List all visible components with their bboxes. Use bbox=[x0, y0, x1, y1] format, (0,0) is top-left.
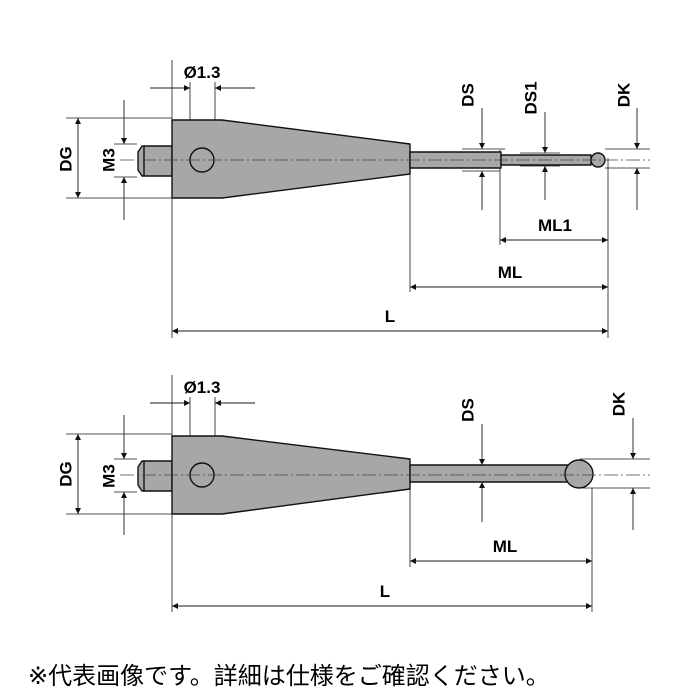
label-dg: DG bbox=[56, 146, 75, 172]
label-l: L bbox=[385, 307, 395, 326]
label-hole-dia: Ø1.3 bbox=[184, 378, 221, 397]
dimension-lines-top bbox=[75, 85, 640, 334]
dimension-labels-bottom: Ø1.3 DG M3 DS DK ML L bbox=[56, 378, 628, 601]
label-l: L bbox=[380, 582, 390, 601]
label-ds: DS bbox=[458, 83, 477, 107]
label-ml: ML bbox=[498, 263, 523, 282]
label-dk: DK bbox=[609, 391, 628, 416]
label-ds1: DS1 bbox=[521, 81, 540, 114]
label-ml1: ML1 bbox=[538, 216, 572, 235]
tapered-holder bbox=[171, 119, 411, 199]
label-ml: ML bbox=[493, 537, 518, 556]
threaded-stud bbox=[137, 460, 173, 492]
threaded-stud bbox=[137, 145, 173, 177]
stylus-drawing-top: Ø1.3 DG M3 DS DS1 DK ML1 ML L bbox=[56, 60, 650, 338]
label-m3: M3 bbox=[99, 148, 118, 172]
label-ds: DS bbox=[458, 398, 477, 422]
stem bbox=[409, 464, 573, 483]
stylus-body-top bbox=[137, 119, 606, 199]
label-dk: DK bbox=[614, 82, 633, 107]
label-m3: M3 bbox=[99, 464, 118, 488]
dimension-lines-bottom bbox=[75, 400, 636, 609]
extension-lines-top bbox=[66, 60, 650, 338]
label-dg: DG bbox=[56, 461, 75, 487]
dimension-labels-top: Ø1.3 DG M3 DS DS1 DK ML1 ML L bbox=[56, 63, 633, 326]
stylus-ball bbox=[564, 459, 594, 489]
stylus-drawing-bottom: Ø1.3 DG M3 DS DK ML L bbox=[56, 375, 650, 612]
label-hole-dia: Ø1.3 bbox=[184, 63, 221, 82]
representative-image-note: ※代表画像です。詳細は仕様をご確認ください。 bbox=[28, 662, 550, 690]
